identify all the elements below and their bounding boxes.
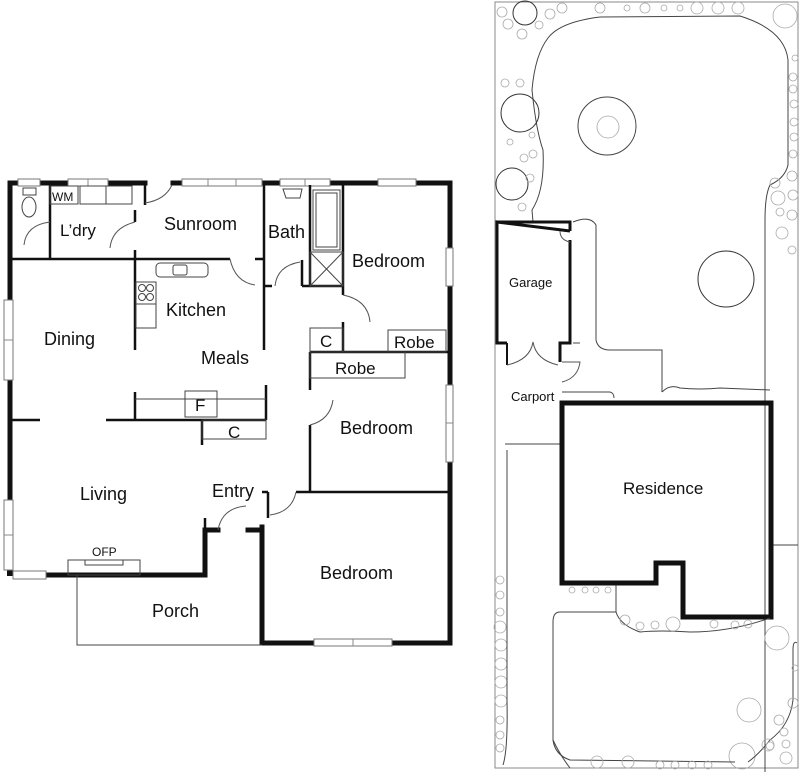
- label-robe-2: Robe: [335, 359, 376, 378]
- label-ofp: OFP: [92, 545, 117, 559]
- room-label-meals: Meals: [201, 348, 249, 368]
- room-label-bedroom-1: Bedroom: [352, 251, 425, 271]
- room-label-sunroom: Sunroom: [164, 214, 237, 234]
- label-fridge: F: [195, 396, 205, 415]
- tree-icon: [697, 250, 755, 308]
- kitchen-sink-icon: [155, 262, 209, 278]
- site-plan: Garage Carport Residence: [493, 0, 799, 772]
- basin-icon: [282, 188, 303, 199]
- tree-icon: [728, 742, 756, 770]
- room-label-bedroom-3: Bedroom: [320, 563, 393, 583]
- garden-bed-edge-left: [531, 16, 601, 223]
- tree-icon: [764, 625, 790, 651]
- residence-footprint: [559, 400, 774, 620]
- label-closet-1: C: [320, 332, 332, 351]
- label-wm: WM: [52, 190, 73, 204]
- label-closet-2: C: [228, 423, 240, 442]
- label-garage: Garage: [509, 275, 552, 290]
- tree-icon: [772, 3, 798, 29]
- room-label-laundry: L’dry: [60, 221, 96, 240]
- washing-machine: [49, 185, 79, 205]
- toilet-icon: [21, 196, 37, 218]
- fixtures: [21, 185, 447, 646]
- property-boundary: [494, 1, 799, 769]
- tree-icon: [500, 93, 540, 133]
- room-label-living: Living: [80, 484, 127, 504]
- floor-plan: L’dry Sunroom Bath Bedroom Kitchen Dinin…: [3, 178, 454, 647]
- cooktop-icon: [135, 281, 157, 305]
- room-label-kitchen: Kitchen: [166, 300, 226, 320]
- door-swings: [23, 184, 371, 531]
- garden-bed-edge-right: [599, 15, 789, 772]
- bathtub-icon: [312, 189, 341, 251]
- room-label-bath: Bath: [268, 222, 305, 242]
- shrubs: [493, 1, 799, 753]
- tree-icon: [736, 697, 762, 723]
- lower-shrubs: [568, 586, 799, 770]
- shower-icon: [309, 251, 344, 287]
- pond-circle: [577, 96, 637, 156]
- tree-icon: [596, 115, 620, 139]
- label-carport: Carport: [511, 389, 555, 404]
- room-label-bedroom-2: Bedroom: [340, 418, 413, 438]
- room-label-entry: Entry: [212, 481, 254, 501]
- trees: [495, 0, 798, 770]
- tree-icon: [512, 0, 538, 26]
- label-residence: Residence: [623, 479, 703, 498]
- label-robe-1: Robe: [394, 333, 435, 352]
- garage: Garage: [495, 220, 581, 383]
- room-label-dining: Dining: [44, 329, 95, 349]
- room-labels: L’dry Sunroom Bath Bedroom Kitchen Dinin…: [44, 190, 435, 621]
- tree-icon: [495, 167, 529, 201]
- room-label-porch: Porch: [152, 601, 199, 621]
